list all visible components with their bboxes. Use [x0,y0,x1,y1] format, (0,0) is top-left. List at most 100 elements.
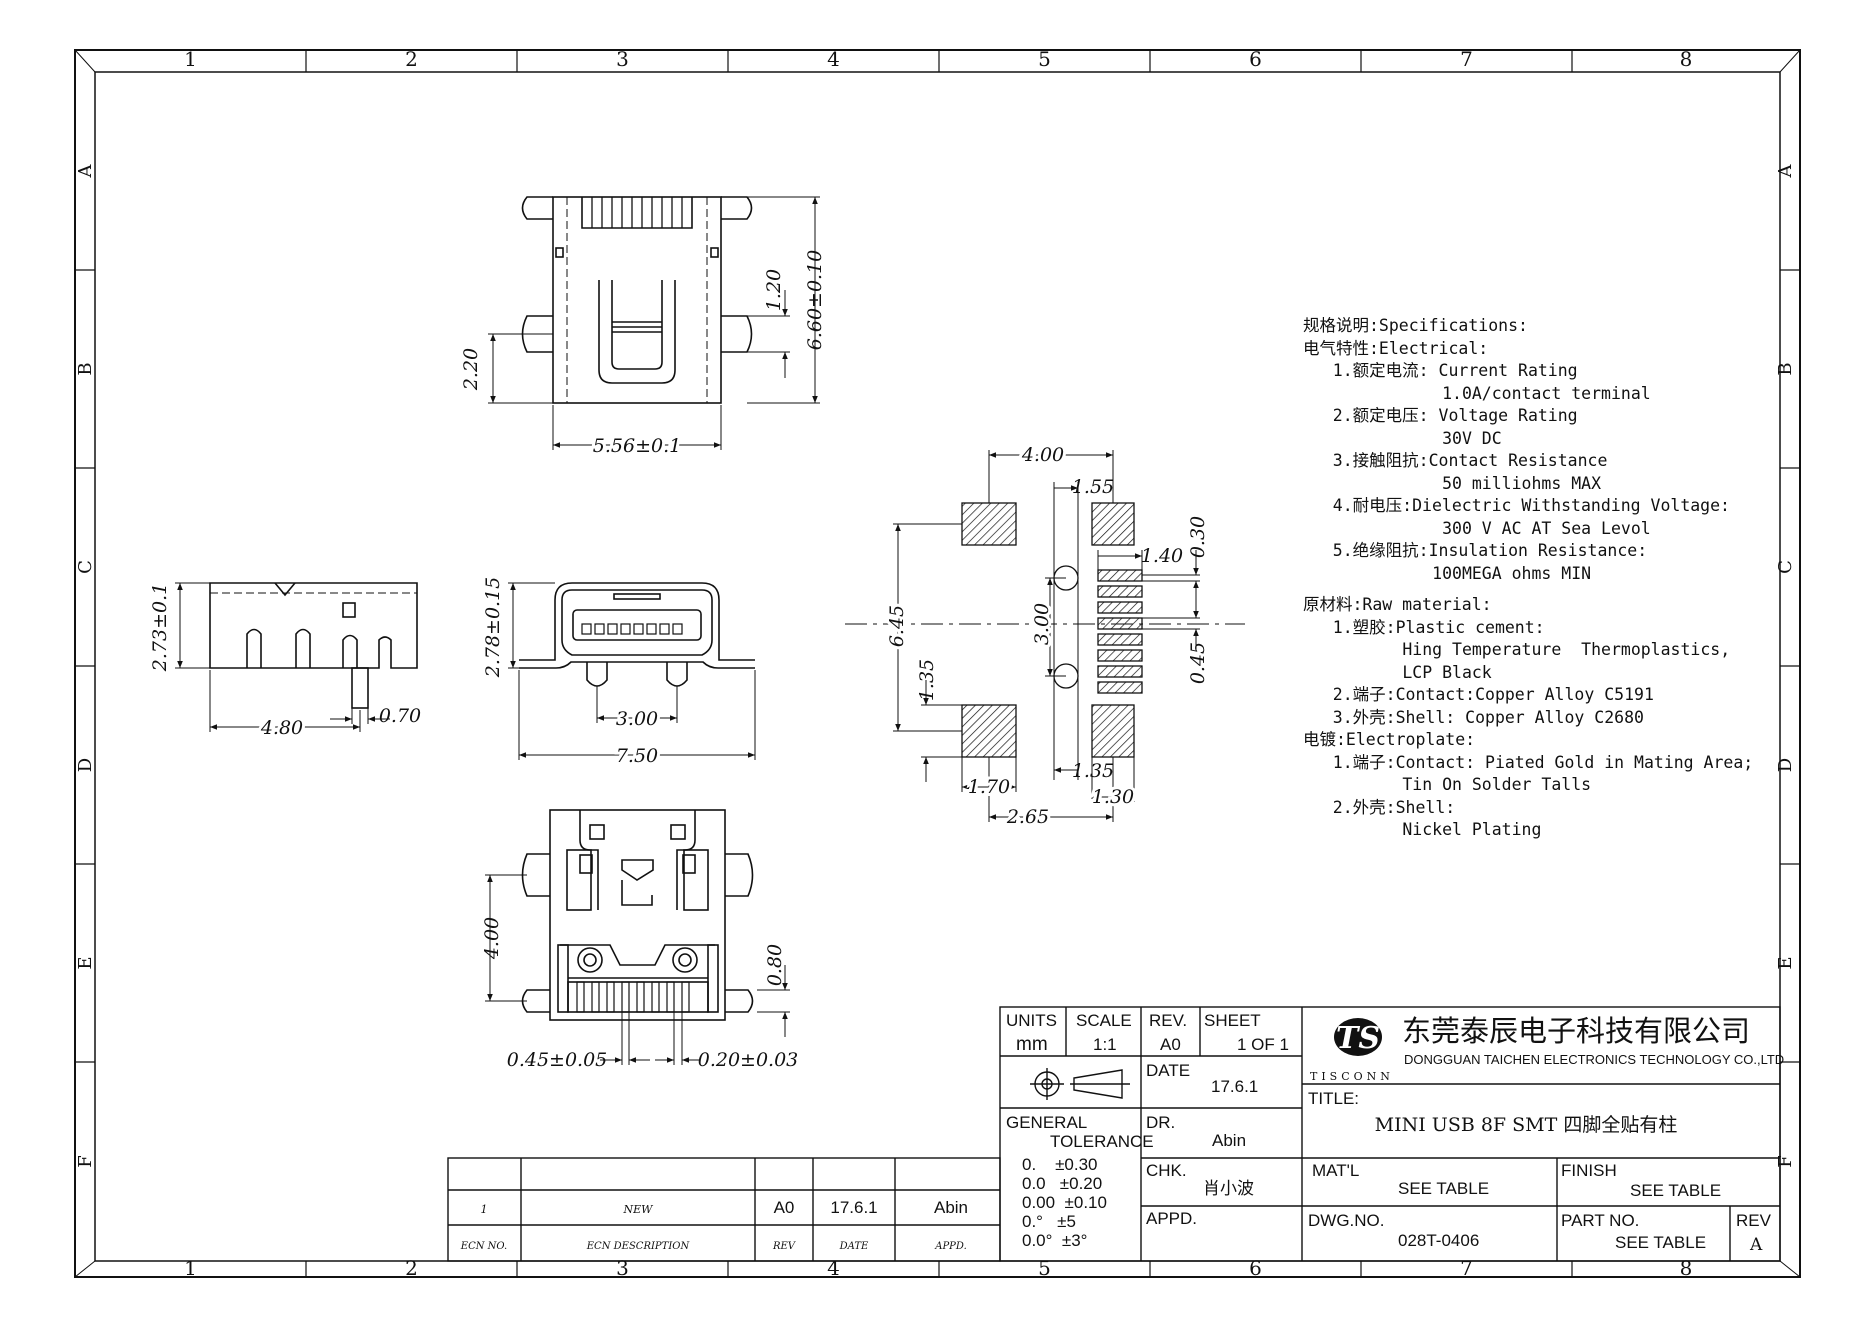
row-label-right: F [1775,1155,1796,1168]
spec-line: 规格说明:Specifications: [1303,316,1528,335]
dwgno-value: 028T-0406 [1398,1231,1479,1250]
row-label-left: F [75,1155,96,1168]
sheet-value: 1 OF 1 [1237,1035,1289,1054]
spec-line: 100MEGA ohms MIN [1303,563,1592,583]
row-label-right: E [1775,956,1796,969]
partno-value: SEE TABLE [1615,1233,1706,1252]
spec-line: 1.0A/contact terminal [1303,383,1651,403]
rev-header-ecn: ECN NO. [460,1241,507,1252]
scale-value: 1:1 [1093,1035,1117,1054]
tolerance-line: 0.0° ±3° [1022,1231,1087,1250]
row-label-right: D [1775,758,1796,772]
title-block [999,1006,1781,1262]
dr-value: Abin [1212,1131,1246,1150]
dim-0-20: 0.20±0.03 [698,1049,799,1071]
units-label: UNITS [1006,1011,1057,1030]
matl-value: SEE TABLE [1398,1179,1489,1198]
spec-line: 1.额定电流: Current Rating [1303,361,1578,380]
fp-dim-1-40: 1.40 [1141,545,1183,567]
date-label: DATE [1146,1061,1190,1080]
column-label-bottom: 6 [1249,1256,1262,1280]
column-label-bottom: 1 [184,1256,197,1280]
rev-header-rev: REV [772,1241,797,1252]
dim-7-50: 7.50 [616,745,658,767]
matl-label: MAT'L [1312,1161,1359,1180]
spec-line: LCP Black [1303,662,1492,682]
spec-line: 2.端子:Contact:Copper Alloy C5191 [1303,685,1654,704]
dim-2-78: 2.78±0.15 [482,577,504,679]
fp-dim-1-35-right: 1.35 [1072,760,1114,782]
fp-dim-1-55: 1.55 [1072,476,1114,498]
rev-value: A0 [1160,1035,1181,1054]
row-label-left: B [75,362,96,375]
fp-dim-0-45: 0.45 [1187,642,1209,684]
tolerance-line: 0. ±0.30 [1022,1155,1098,1174]
row-label-left: C [75,560,96,574]
spec-line: Nickel Plating [1303,820,1542,839]
appd-label: APPD. [1146,1209,1197,1228]
chk-value: 肖小波 [1203,1179,1254,1198]
spec-line: 电镀:Electroplate: [1303,730,1476,749]
rev2-value: A [1749,1235,1763,1255]
fp-dim-0-30: 0.30 [1187,516,1209,558]
rev-header-desc: ECN DESCRIPTION [586,1241,691,1252]
row-label-right: C [1775,560,1796,574]
company-logo: TS [1334,1018,1382,1056]
column-label-bottom: 2 [405,1256,418,1280]
spec-line: 4.耐电压:Dielectric Withstanding Voltage: [1303,496,1730,515]
column-label-top: 6 [1249,47,1262,71]
dim-1-20: 1.20 [763,269,785,311]
spec-line: 50 milliohms MAX [1303,473,1602,493]
revision-table [447,1157,1001,1262]
column-label-top: 2 [405,47,418,71]
column-label-bottom: 3 [616,1256,629,1280]
dim-0-80: 0.80 [764,944,786,986]
finish-label: FINISH [1561,1161,1617,1180]
column-label-bottom: 4 [827,1256,840,1280]
column-label-top: 7 [1460,47,1473,71]
dwgno-label: DWG.NO. [1308,1211,1385,1230]
row-label-right: B [1775,362,1796,375]
row-label-right: A [1775,164,1796,179]
fp-dim-2-65: 2.65 [1006,806,1049,828]
spec-spacer [1303,585,1803,594]
top-view [521,196,753,404]
rev-row-desc: NEW [623,1203,655,1216]
spec-line: 3.外壳:Shell: Copper Alloy C2680 [1303,707,1644,727]
rev-row-rev: A0 [774,1198,795,1217]
tolerance-line: 0.00 ±0.10 [1022,1193,1107,1212]
fp-dim-1-30: 1.30 [1092,786,1134,808]
column-label-top: 5 [1038,47,1051,71]
dim-0-70: 0.70 [379,705,421,727]
scale-label: SCALE [1076,1011,1132,1030]
column-label-top: 8 [1680,47,1693,71]
spec-line: 2.额定电压: Voltage Rating [1303,406,1578,425]
spec-line: 30V DC [1303,428,1502,448]
column-label-bottom: 8 [1680,1256,1693,1280]
spec-line: 5.绝缘阻抗:Insulation Resistance: [1303,541,1648,560]
column-label-top: 1 [184,47,197,71]
dr-label: DR. [1146,1113,1175,1132]
rev-row-date: 17.6.1 [830,1198,877,1217]
rev2-label: REV [1736,1211,1772,1230]
tolerance-line: 0.° ±5 [1022,1212,1076,1231]
spec-line: 300 V AC AT Sea Levol [1303,518,1651,538]
column-label-top: 3 [616,47,629,71]
title-value: MINI USB 8F SMT 四脚全贴有柱 [1375,1114,1678,1136]
partno-label: PART NO. [1561,1211,1639,1230]
dim-0-45-pitch: 0.45±0.05 [507,1049,608,1071]
tolerance-label: TOLERANCE [1050,1132,1154,1151]
column-label-bottom: 5 [1038,1256,1051,1280]
row-label-left: D [75,758,96,772]
fp-dim-3-00: 3.00 [1031,603,1053,645]
spec-line: 1.端子:Contact: Piated Gold in Mating Area… [1303,752,1754,772]
dim-5-56: 5.56±0.1 [593,435,681,457]
specifications-notes: 规格说明:Specifications:电气特性:Electrical: 1.额… [1303,315,1803,842]
chk-label: CHK. [1146,1161,1187,1180]
finish-value: SEE TABLE [1630,1181,1721,1200]
fp-dim-1-35-left: 1.35 [916,659,938,701]
sheet-label: SHEET [1204,1011,1261,1030]
rev-header-date: DATE [839,1241,869,1252]
svg-text:TS: TS [1336,1021,1380,1056]
